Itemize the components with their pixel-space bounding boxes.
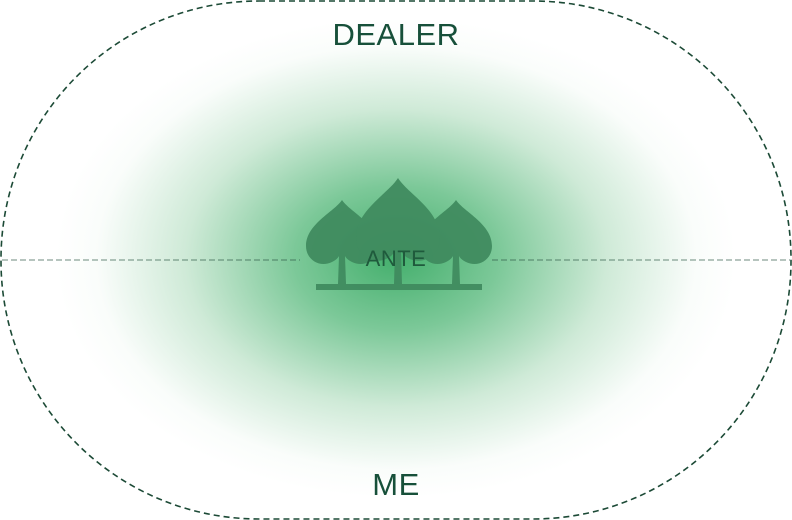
spade-center-icon [356, 178, 440, 290]
player-label: ME [372, 467, 420, 502]
dealer-label: DEALER [332, 17, 460, 52]
ante-bet-area[interactable]: ANTE [300, 172, 492, 296]
spade-right-icon [420, 200, 492, 290]
spades-icon [306, 178, 492, 290]
ante-label: ANTE [365, 246, 427, 271]
